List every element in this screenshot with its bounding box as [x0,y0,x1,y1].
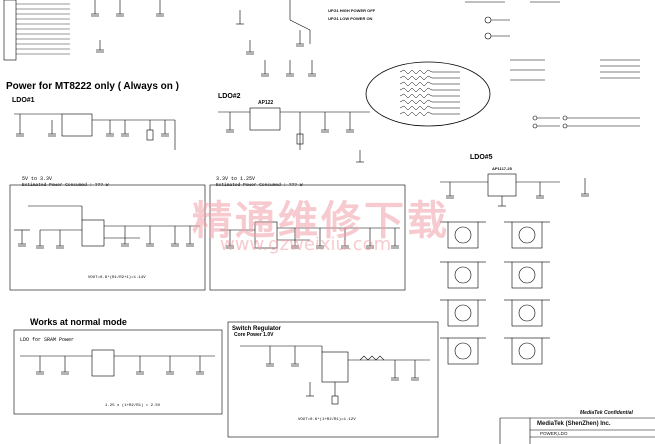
switch-formula: VOUT=0.6*(1+R2/R1)=1.12V [298,418,356,422]
note-ufg-low: UFG1 LOW POWER ON [328,16,373,21]
switch-reg-title: Switch Regulator [232,326,282,332]
header-normal-mode: Works at normal mode [30,317,127,327]
title-company: MediaTek (ShenZhen) Inc. [537,421,611,427]
title-sheet: POWER,LDO [540,431,568,436]
watermark-chinese: 精通维修下载 [192,198,450,244]
rail-3v3-to-1v25: 3.3V to 1.25V [216,176,256,182]
title-confidential: MediaTek Confidential [580,410,633,416]
formula-left: VOUT=0.8*(R1/R2+1)=1.14V [88,276,146,280]
sram-formula: 1.25 x (1+R2/R1) = 2.5V [105,404,161,408]
rail-5v-to-3v3: 5V to 3.3V [22,176,53,182]
est-power-2: Estimated Power Consumed : ??? W [216,183,303,188]
ldo2-label: LDO#2 [218,93,241,100]
est-power-1: Estimated Power Consumed : ??? W [22,183,109,188]
watermark-url: www.gzweixiu.com [220,234,392,255]
core-power-label: Core Power 1.0V [234,332,274,338]
header-always-on: Power for MT8222 only ( Always on ) [6,81,179,92]
ldo5-label: LDO#5 [470,154,493,161]
ap-label: AP122 [258,100,274,106]
sram-title: LDO for SRAM Power [20,337,75,343]
ap-ldo5-label: AP1117-25 [492,166,512,171]
note-ufg-high: UFG1 HIGH POWER OFF [328,8,376,13]
ldo1-label: LDO#1 [12,97,35,104]
